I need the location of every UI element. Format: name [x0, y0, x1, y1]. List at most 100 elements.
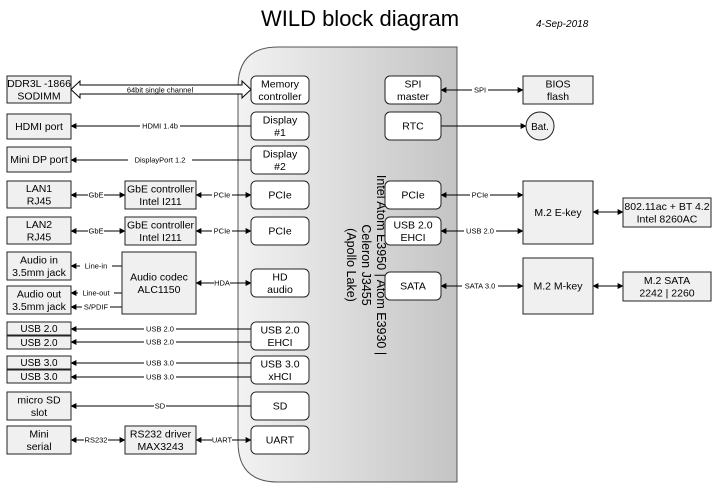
pcie2-box: [250, 216, 310, 246]
usb20-port-b-box: [6, 335, 72, 350]
m2-mkey-box-label: M.2 M-key: [533, 281, 583, 293]
usb30-port-b-box: [6, 369, 72, 384]
m2-sata-box-label-line: 2242 | 2260: [639, 287, 694, 299]
lan2-box-label-line: RJ45: [27, 231, 52, 243]
hdmi-link-label-bg: [140, 121, 180, 130]
usb20-right-link-label: USB 2.0: [466, 227, 494, 236]
wifi-card-box-label-line: Intel 8260AC: [637, 213, 698, 225]
rs232-link-label-bg: [84, 435, 108, 444]
gbe-controller-1-box: [124, 180, 197, 210]
audio-in-box-label-line: Audio in: [20, 254, 58, 266]
line-in-link-label-bg: [80, 261, 112, 270]
pcie1-box-label: PCIe: [268, 190, 292, 202]
usb20b-link-label-bg: [144, 337, 176, 346]
usb20-port-b-box-label: USB 2.0: [20, 338, 58, 349]
gbe-controller-2-box: [124, 216, 197, 246]
usb30a-link-label: USB 3.0: [146, 359, 174, 368]
bios-flash-box-label-line: BIOS: [545, 78, 570, 90]
rs232-driver-box-label-line: MAX3243: [137, 441, 183, 453]
rs232-link-label: RS232: [85, 436, 108, 445]
usb30-port-a-box-label-line: USB 3.0: [20, 358, 58, 369]
pcie1-box-label-line: PCIe: [268, 190, 292, 202]
usb20-ehci-left-box: [250, 321, 310, 351]
pcie2-box-label-line: PCIe: [268, 226, 292, 238]
line-out-link-label-bg: [78, 288, 114, 297]
usb20b-link-label: USB 2.0: [146, 338, 174, 347]
display1-box-label-line: #1: [274, 127, 286, 139]
m2-mkey-box-label-line: M.2 M-key: [533, 281, 583, 293]
gbe-controller-1-box-label-line: GbE controller: [127, 183, 195, 195]
usb20-ehci-right-box: [384, 216, 442, 246]
sata-box-label-line: SATA: [400, 281, 426, 293]
gbe1-link-label: GbE: [88, 191, 103, 200]
gbe-controller-2-box-label-line: GbE controller: [127, 219, 195, 231]
wifi-card-box-label-line: 802.11ac + BT 4.2: [624, 201, 709, 213]
audio-in-box-label-line: 3.5mm jack: [12, 267, 66, 279]
usb30-xhci-box-label-line: USB 3.0: [260, 358, 299, 370]
sd-link-label: SD: [155, 402, 166, 411]
usb30-port-a-box: [6, 355, 72, 370]
memory-controller-box-label-line: Memory: [261, 78, 300, 90]
display1-box: [250, 111, 310, 141]
uart-box-label: UART: [266, 435, 295, 447]
usb20-ehci-right-box-label-line: USB 2.0: [393, 219, 432, 231]
pcie2-box-label: PCIe: [268, 226, 292, 238]
audio-codec-box: [121, 251, 197, 315]
battery-label: Bat.: [531, 122, 549, 133]
uart-link-label-bg: [212, 435, 232, 444]
pcie-right-link-label-bg: [470, 190, 490, 199]
pcie2-link-label-bg: [212, 226, 232, 235]
sd-controller-box-label: SD: [273, 401, 288, 413]
display1-box-label-line: Display: [263, 114, 298, 126]
hda-link-label: HDA: [214, 279, 230, 288]
display1-box-label: Display#1: [263, 114, 298, 139]
dp-link-label-bg: [128, 155, 192, 164]
ddr-sodimm-box-label-line: SODIMM: [17, 90, 60, 102]
usb20-port-a-box: [6, 321, 72, 336]
usb30b-link-label-bg: [144, 372, 176, 381]
rs232-driver-box-label-line: RS232 driver: [130, 428, 192, 440]
bios-flash-box: [522, 75, 594, 105]
m2-ekey-box-label: M.2 E-key: [534, 207, 582, 219]
audio-codec-box-label-line: ALC1150: [137, 284, 180, 296]
uart-link-label: UART: [212, 436, 233, 445]
usb20a-link-label: USB 2.0: [146, 325, 174, 334]
lan1-box: [6, 180, 72, 209]
usb20-ehci-left-box-label-line: USB 2.0: [260, 324, 299, 336]
usb30a-link-label-bg: [144, 358, 176, 367]
spdif-link-label: S/PDIF: [84, 303, 109, 312]
diagram-date: 4-Sep-2018: [536, 19, 589, 30]
memory-controller-box: [250, 75, 310, 105]
usb30b-link-label: USB 3.0: [146, 373, 174, 382]
microsd-slot-box-label-line: slot: [31, 407, 47, 419]
sd-link-label-bg: [154, 401, 166, 410]
soc-label-line: Intel Atom E3950 | Atom E3930 |: [374, 175, 388, 355]
usb20a-link-label-bg: [144, 324, 176, 333]
usb20-right-link-label-bg: [464, 226, 496, 235]
pcie-right-box: [384, 180, 442, 210]
spi-master-box: [384, 75, 442, 105]
gbe2-link-label-bg: [88, 226, 104, 235]
uart-box-label-line: UART: [266, 435, 295, 447]
pcie1-link-label-bg: [212, 190, 232, 199]
spi-link-label: SPI: [474, 86, 486, 95]
mini-serial-box: [6, 425, 72, 455]
display2-box: [250, 145, 310, 175]
pcie-right-box-label-line: PCIe: [401, 190, 425, 202]
sata-link-label-bg: [462, 281, 498, 290]
display2-box-label: Display#2: [263, 148, 298, 173]
rtc-box-label: RTC: [402, 121, 424, 133]
m2-mkey-box: [522, 257, 594, 315]
